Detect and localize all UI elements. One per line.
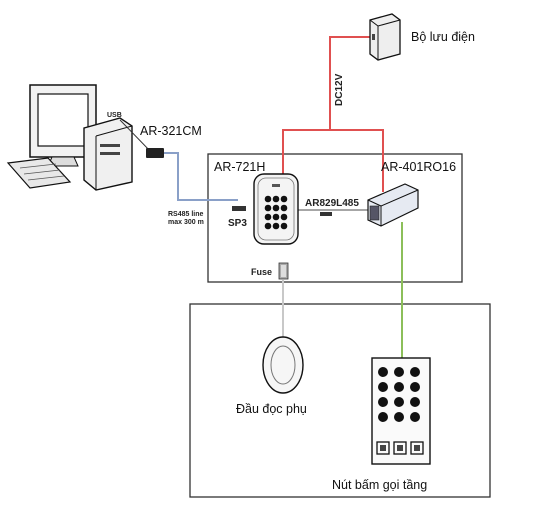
computer-icon [6,84,133,191]
elevator-panel-frame [189,303,491,498]
bus-connector [320,212,332,216]
relay-module-label: AR-401RO16 [381,160,456,174]
bus-label: AR829L485 [305,198,359,209]
rs485-wire [163,152,238,201]
card-reader-icon [262,336,304,394]
controller-label: AR-721H [214,160,265,174]
controller-enclosure [207,153,463,283]
reader-label: Đầu đọc phụ [236,402,307,416]
converter-label: AR-321CM [140,124,202,138]
controller-keypad-icon [253,173,299,245]
rs485-label-2: max 300 m [168,219,204,226]
sp3-connector [232,206,246,211]
sp3-label: SP3 [228,218,247,229]
relay-module-icon [367,183,419,227]
fuse-label: Fuse [251,267,272,277]
power-wire [282,36,384,192]
floor-button-panel-icon [371,357,431,465]
floor-buttons-label: Nút bấm gọi tầng [332,478,427,492]
usb-converter-icon [146,148,164,158]
dc-label: DC12V [334,73,345,106]
ups-icon [369,13,401,61]
rs485-label-1: RS485 line [168,211,204,218]
usb-label: USB [107,112,122,119]
ups-label: Bộ lưu điện [411,30,475,44]
fuse-icon [278,262,289,280]
